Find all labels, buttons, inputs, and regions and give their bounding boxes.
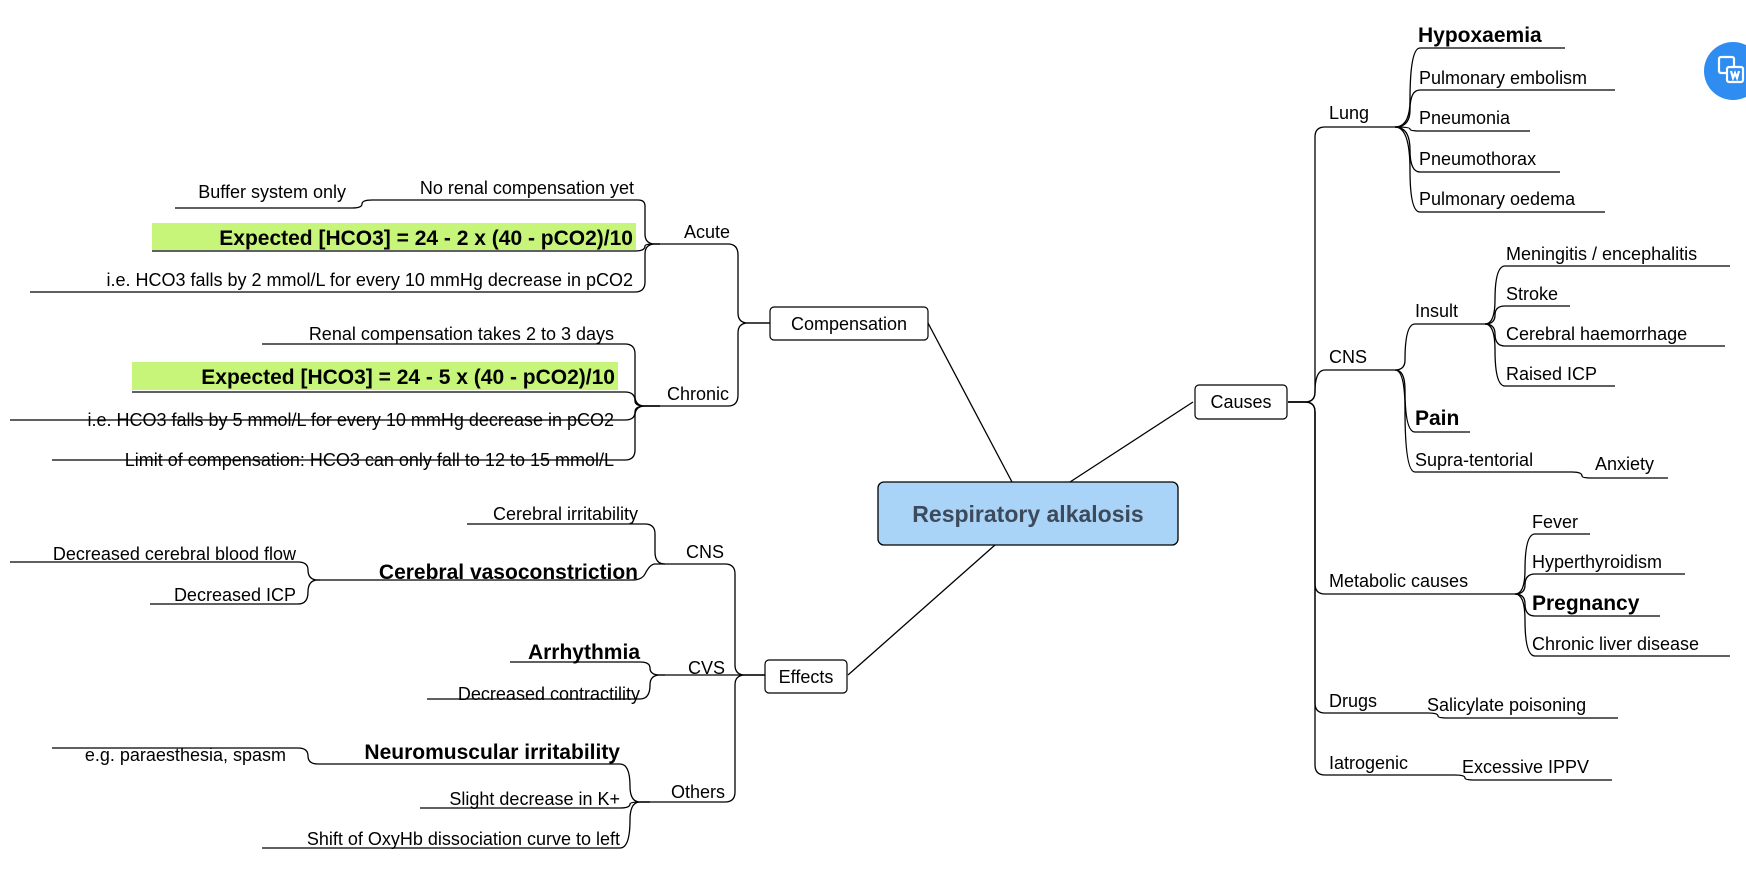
renal-compensation-label: Renal compensation takes 2 to 3 days [309, 324, 614, 344]
translate-widget-button[interactable] [1704, 42, 1746, 100]
chronic-formula: Expected [HCO3] = 24 - 5 x (40 - pCO2)/1… [201, 366, 615, 389]
salicylate-poisoning-label: Salicylate poisoning [1427, 695, 1586, 715]
metabolic-item-fever: Fever [1532, 512, 1578, 532]
lung-item-pulmonary-embolism: Pulmonary embolism [1419, 68, 1587, 88]
chronic-explanation: i.e. HCO3 falls by 5 mmol/L for every 10… [87, 410, 614, 430]
chronic-formula-highlight [132, 362, 618, 390]
acute-explanation: i.e. HCO3 falls by 2 mmol/L for every 10… [106, 270, 633, 290]
cerebral-irritability-label: Cerebral irritability [493, 504, 638, 524]
lung-item-pneumothorax: Pneumothorax [1419, 149, 1536, 169]
insult-item-stroke: Stroke [1506, 284, 1558, 304]
no-renal-compensation-label: No renal compensation yet [420, 178, 634, 198]
decreased-cerebral-blood-flow-label: Decreased cerebral blood flow [53, 544, 297, 564]
metabolic-item-pregnancy: Pregnancy [1532, 592, 1640, 615]
metabolic-item-chronic-liver-disease: Chronic liver disease [1532, 634, 1699, 654]
lung-item-pneumonia: Pneumonia [1419, 108, 1511, 128]
decreased-icp-label: Decreased ICP [174, 585, 296, 605]
insult-item-meningitis: Meningitis / encephalitis [1506, 244, 1697, 264]
compensation-node[interactable]: Compensation [769, 306, 929, 341]
effects-node[interactable]: Effects [764, 659, 848, 694]
acute-label: Acute [684, 222, 730, 242]
lung-label: Lung [1329, 103, 1369, 123]
chronic-label: Chronic [667, 384, 729, 404]
cerebral-vasoconstriction-label: Cerebral vasoconstriction [379, 561, 638, 584]
root-label: Respiratory alkalosis [912, 501, 1143, 527]
root-node[interactable]: Respiratory alkalosis [877, 481, 1179, 546]
paraesthesia-label: e.g. paraesthesia, spasm [85, 745, 286, 765]
insult-label: Insult [1415, 301, 1458, 321]
iatrogenic-label: Iatrogenic [1329, 753, 1408, 773]
effects-cns-label: CNS [686, 542, 724, 562]
acute-formula: Expected [HCO3] = 24 - 2 x (40 - pCO2)/1… [219, 227, 633, 250]
drugs-label: Drugs [1329, 691, 1377, 711]
acute-formula-highlight [152, 223, 636, 250]
supra-tentorial-label: Supra-tentorial [1415, 450, 1533, 470]
excessive-ippv-label: Excessive IPPV [1462, 757, 1589, 777]
metabolic-item-hyperthyroidism: Hyperthyroidism [1532, 552, 1662, 572]
effects-others-label: Others [671, 782, 725, 802]
anxiety-label: Anxiety [1595, 454, 1654, 474]
translate-icon [1717, 55, 1745, 84]
compensation-limit-label: Limit of compensation: HCO3 can only fal… [125, 450, 614, 470]
pain-label: Pain [1415, 407, 1459, 430]
effects-cvs-label: CVS [688, 658, 725, 678]
causes-cns-label: CNS [1329, 347, 1367, 367]
oxyhb-shift-label: Shift of OxyHb dissociation curve to lef… [307, 829, 620, 849]
compensation-label: Compensation [791, 314, 907, 334]
decreased-contractility-label: Decreased contractility [458, 684, 640, 704]
causes-node[interactable]: Causes [1194, 384, 1288, 420]
arrhythmia-label: Arrhythmia [528, 641, 640, 664]
buffer-system-label: Buffer system only [198, 182, 346, 202]
effects-label: Effects [779, 667, 834, 687]
metabolic-causes-label: Metabolic causes [1329, 571, 1468, 591]
lung-item-pulmonary-oedema: Pulmonary oedema [1419, 189, 1576, 209]
insult-item-cerebral-haemorrhage: Cerebral haemorrhage [1506, 324, 1687, 344]
neuromuscular-irritability-label: Neuromuscular irritability [364, 741, 620, 764]
potassium-decrease-label: Slight decrease in K+ [449, 789, 620, 809]
causes-label: Causes [1210, 392, 1271, 412]
lung-item-hypoxaemia: Hypoxaemia [1418, 24, 1542, 47]
insult-item-raised-icp: Raised ICP [1506, 364, 1597, 384]
connector-lines [10, 47, 1730, 849]
